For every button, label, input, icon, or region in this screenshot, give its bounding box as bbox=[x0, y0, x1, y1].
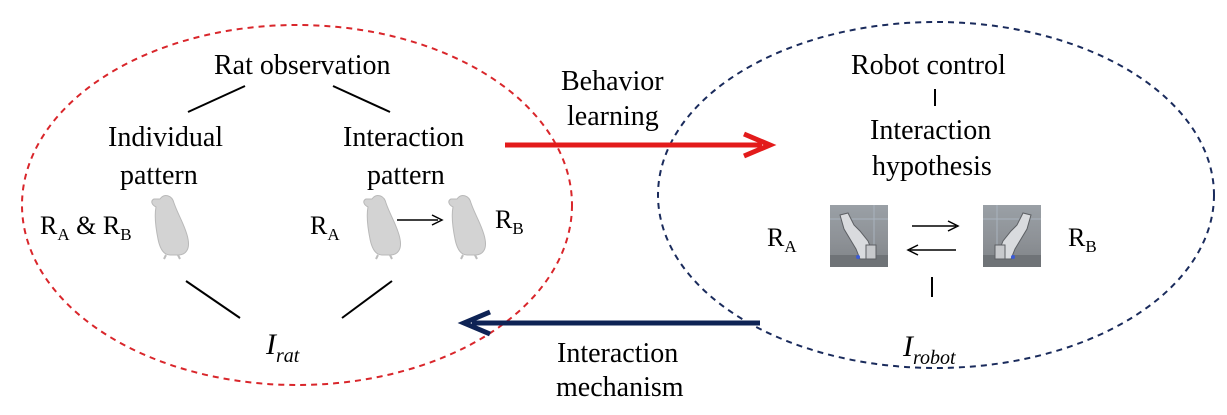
connector-line bbox=[332, 85, 391, 113]
interaction-pattern-label-line1: Interaction bbox=[343, 122, 465, 153]
exchange-arrowhead-right bbox=[947, 220, 960, 232]
interaction-mechanism-arrowhead bbox=[457, 309, 491, 337]
individual-pattern-label-line1: Individual bbox=[108, 122, 224, 153]
exchange-arrowhead-left bbox=[906, 244, 919, 256]
interaction-mechanism-label-line2: mechanism bbox=[556, 372, 684, 403]
robot-b-label: RB bbox=[1068, 223, 1097, 257]
connector-line bbox=[187, 85, 246, 113]
rat-a-label: RA bbox=[310, 211, 340, 245]
robot-cluster-ellipse bbox=[657, 21, 1215, 369]
interaction-hypothesis-label-line2: hypothesis bbox=[872, 151, 992, 182]
rat-icon bbox=[151, 195, 189, 260]
subjects-both-label: RA & RB bbox=[40, 211, 132, 245]
robot-arm-photo bbox=[830, 205, 888, 267]
individual-pattern-label-line2: pattern bbox=[120, 160, 198, 191]
rat-icon bbox=[363, 195, 401, 260]
connector-line bbox=[185, 280, 241, 319]
interaction-hypothesis-label-line1: Interaction bbox=[870, 115, 992, 146]
robot-a-label: RA bbox=[767, 223, 797, 257]
rat-metric-label: Irat bbox=[266, 328, 300, 367]
rat-observation-title: Rat observation bbox=[214, 50, 391, 81]
behavior-learning-label-line2: learning bbox=[567, 101, 659, 132]
behavior-learning-label-line1: Behavior bbox=[561, 66, 664, 97]
connector-line bbox=[341, 280, 393, 319]
robot-control-title: Robot control bbox=[851, 50, 1006, 81]
robot-arm-photo bbox=[983, 205, 1041, 267]
interaction-mechanism-label-line1: Interaction bbox=[557, 338, 679, 369]
rat-b-label: RB bbox=[495, 205, 524, 239]
interaction-arrowhead bbox=[431, 214, 444, 226]
rat-cluster-ellipse bbox=[21, 24, 573, 386]
behavior-learning-arrowhead bbox=[743, 131, 777, 159]
rat-icon bbox=[448, 195, 486, 260]
robot-metric-label: Irobot bbox=[903, 330, 956, 369]
interaction-pattern-label-line2: pattern bbox=[367, 160, 445, 191]
